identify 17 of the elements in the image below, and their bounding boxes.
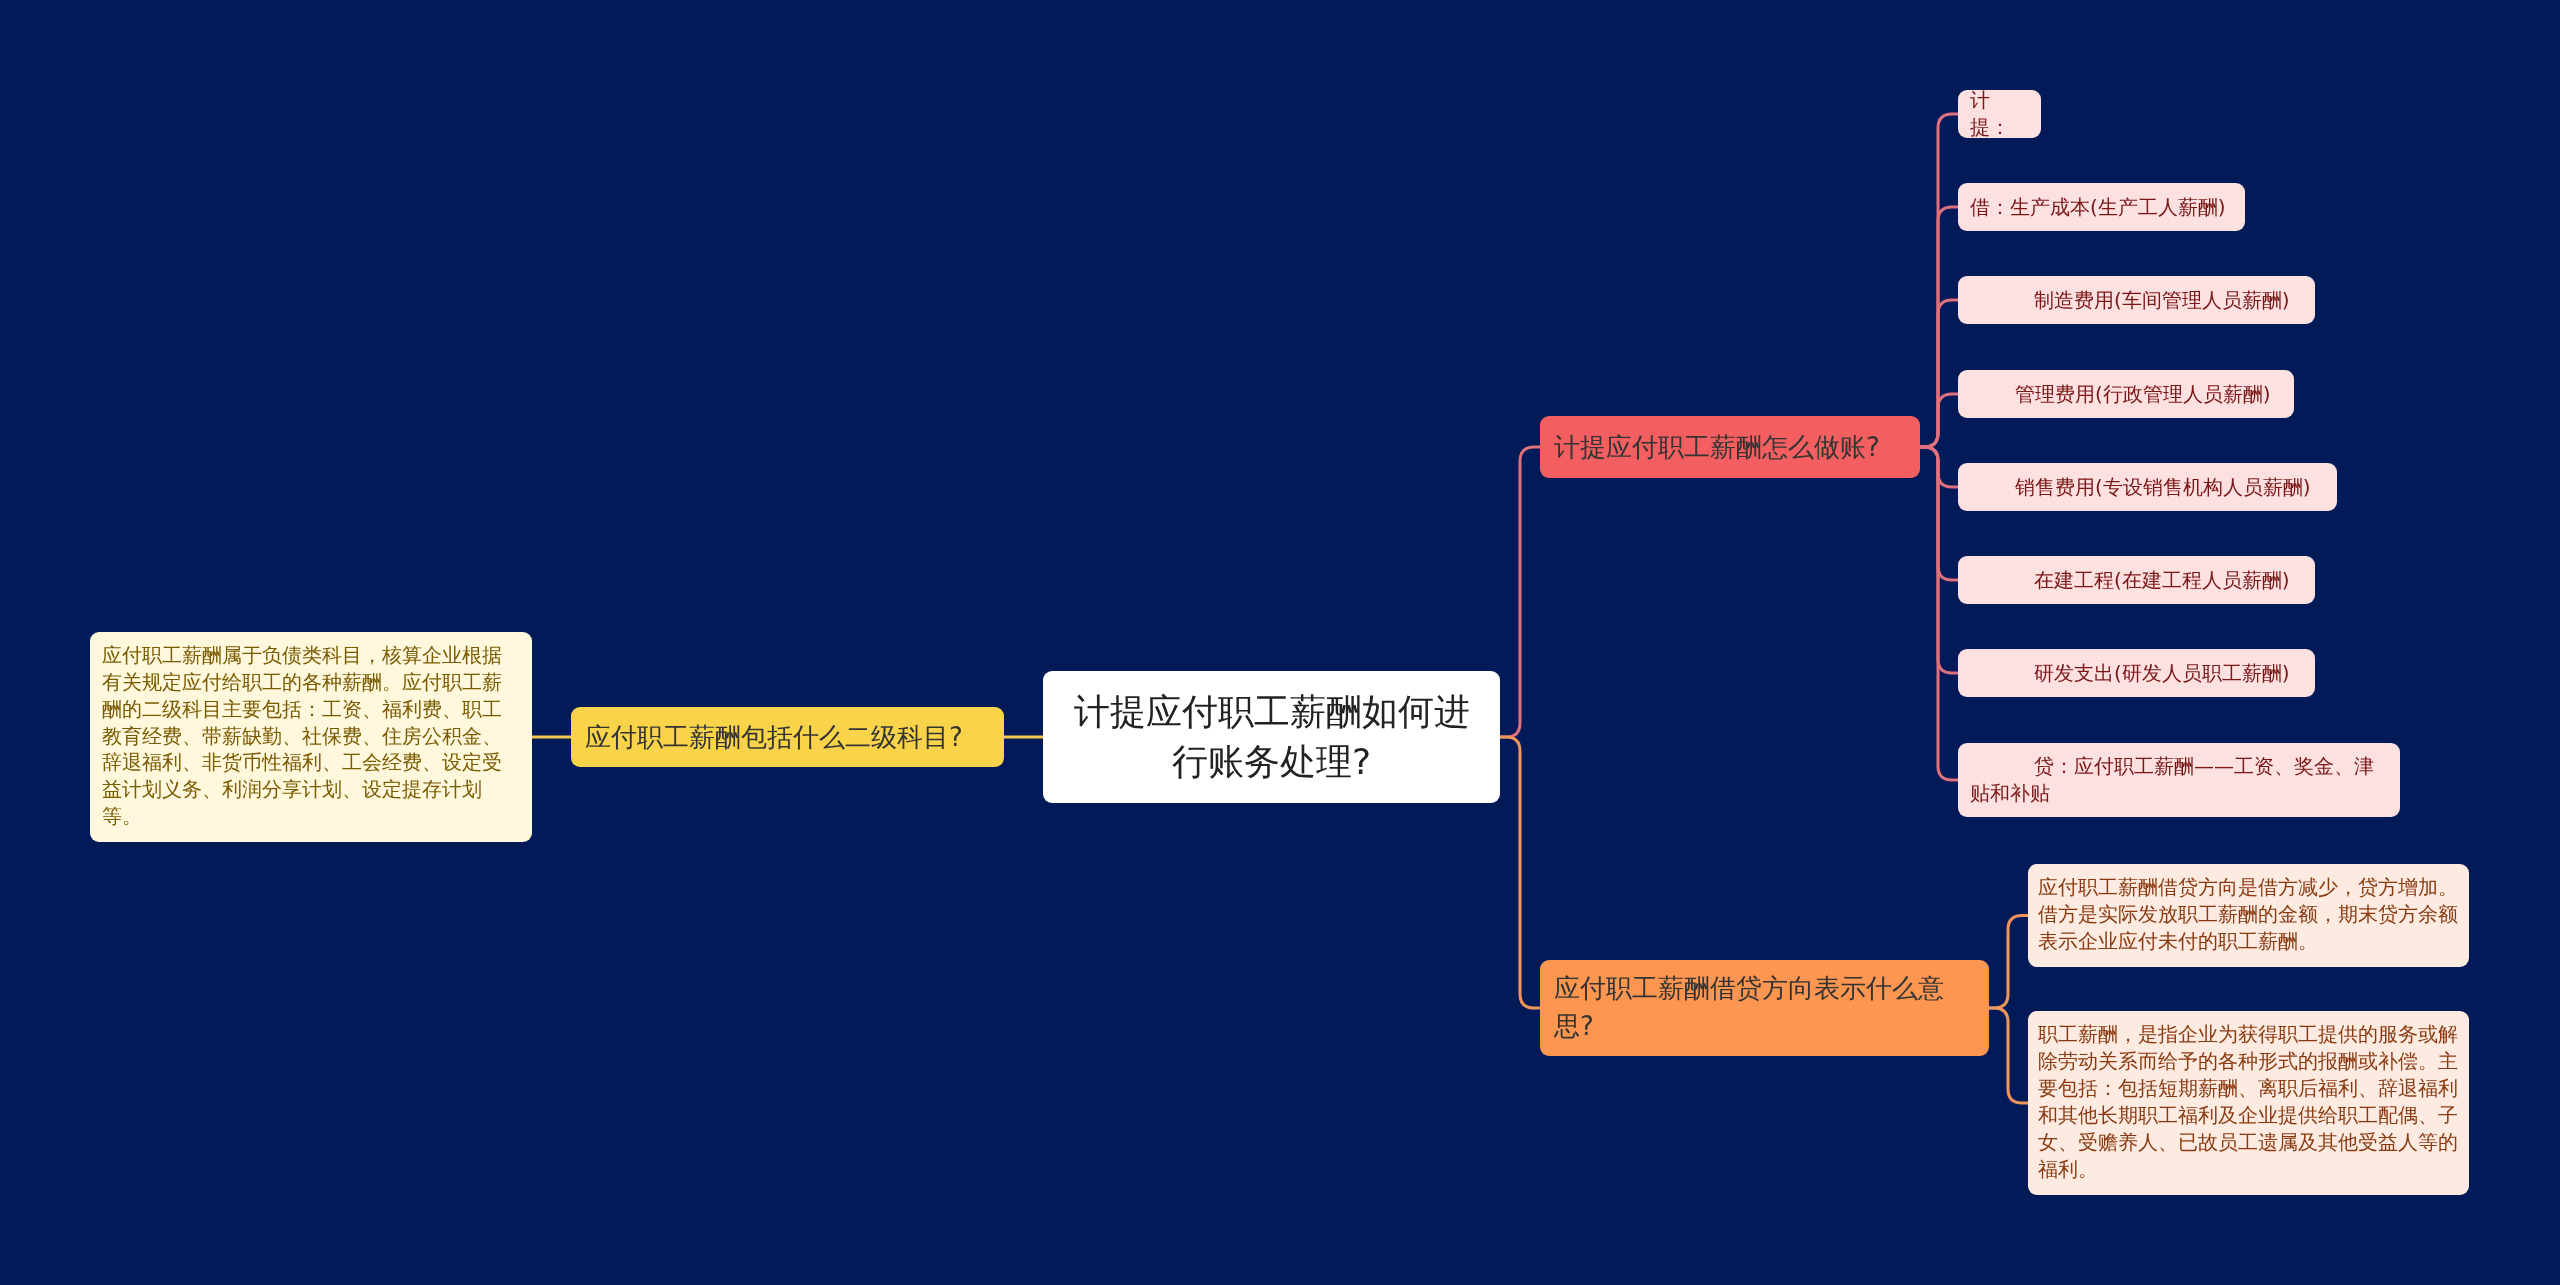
- item-box: 制造费用(车间管理人员薪酬): [1958, 276, 2315, 324]
- connector-line: [532, 735, 571, 739]
- topic-box: 应付职工薪酬包括什么二级科目?: [571, 707, 1004, 767]
- note-box: 应付职工薪酬借贷方向是借方减少，贷方增加。借方是实际发放职工薪酬的金额，期末贷方余额表示企业应付未付的职工薪酬。: [2028, 864, 2469, 967]
- connector-line: [1004, 735, 1043, 739]
- topic-box: 计提应付职工薪酬怎么做账?: [1540, 416, 1920, 478]
- item-box: 计提：: [1958, 90, 2041, 138]
- item-box: 管理费用(行政管理人员薪酬): [1958, 370, 2294, 418]
- item-box: 销售费用(专设销售机构人员薪酬): [1958, 463, 2337, 511]
- root-topic-box: 计提应付职工薪酬如何进行账务处理?: [1043, 671, 1500, 803]
- note-box: 职工薪酬，是指企业为获得职工提供的服务或解除劳动关系而给予的各种形式的报酬或补偿。主要包括：包括短期薪酬、离职后福利、辞退福利和其他长期职工福利及企业提供给职工配偶、子女、受赡养人、已故员工遗属及其他受益人等的福利。: [2028, 1011, 2469, 1195]
- item-box: 借：生产成本(生产工人薪酬): [1958, 183, 2245, 231]
- note-box: 应付职工薪酬属于负债类科目，核算企业根据有关规定应付给职工的各种薪酬。应付职工薪酬的二级科目主要包括：工资、福利费、职工教育经费、带薪缺勤、社保费、住房公积金、辞退福利、非货币性福利、工会经费、设定受益计划义务、利润分享计划、设定提存计划等。: [90, 632, 532, 842]
- item-box: 贷：应付职工薪酬——工资、奖金、津贴和补贴: [1958, 743, 2400, 817]
- item-box: 在建工程(在建工程人员薪酬): [1958, 556, 2315, 604]
- topic-box: 应付职工薪酬借贷方向表示什么意思?: [1540, 960, 1989, 1056]
- item-box: 研发支出(研发人员职工薪酬): [1958, 649, 2315, 697]
